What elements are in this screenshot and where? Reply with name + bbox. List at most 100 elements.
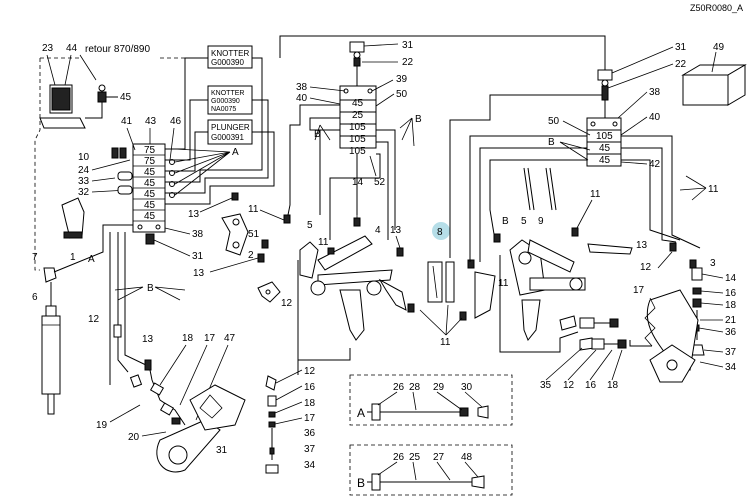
callout-4: 4 (375, 225, 381, 236)
part-7-fitting (43, 267, 57, 283)
left-block-fittings (111, 147, 175, 198)
callout-11-center-b: 11 (440, 337, 451, 348)
right-block-cell-2: 45 (599, 143, 611, 154)
oil-tank (39, 84, 86, 129)
left-block-cell-7: 45 (144, 211, 156, 222)
callout-5-center: 5 (307, 220, 313, 231)
callout-21: 17 (633, 285, 645, 296)
callout-17-left: 47 (224, 333, 236, 344)
svg-text:G000390: G000390 (211, 98, 240, 105)
callout-38-right: 38 (649, 87, 661, 98)
right-distributor-block: 105 45 45 (586, 117, 622, 167)
center-hoses (287, 104, 396, 240)
callout-5-right: 5 (521, 216, 527, 227)
detail-a-part-28: 28 (409, 382, 421, 393)
left-block-cell-4: 45 (144, 178, 156, 189)
detail-a-part-26: 26 (393, 382, 405, 393)
callout-12-leftmid: 13 (193, 268, 205, 279)
svg-text:G000390: G000390 (211, 58, 244, 67)
callout-A-lower: A (88, 254, 95, 265)
callout-9: 9 (538, 216, 544, 227)
callout-18-right: 16 (725, 288, 737, 299)
detail-b-part-25: 25 (409, 452, 421, 463)
callout-51: 12 (88, 314, 100, 325)
center-block-cell-2: 25 (352, 110, 364, 121)
right-cylinder (646, 289, 699, 383)
callout-18-right-low: 16 (585, 380, 597, 391)
callout-31-center: 31 (402, 40, 414, 51)
right-hoses (469, 135, 701, 262)
callout-B-right: B (548, 137, 555, 148)
part-8-strip (427, 261, 455, 303)
callout-43: 43 (145, 116, 157, 127)
right-block-cell-1: 105 (596, 131, 613, 142)
callout-17-right: 18 (725, 300, 737, 311)
callout-14-center: 14 (352, 177, 364, 188)
callout-40-right: 40 (649, 112, 661, 123)
lower-left-hose-fittings (129, 374, 181, 425)
detail-b-frame (349, 444, 513, 496)
svg-text:G000391: G000391 (211, 133, 244, 142)
callout-B-left: B (147, 283, 154, 294)
part-9-tubes (523, 167, 557, 211)
callout-37-right: 36 (725, 327, 737, 338)
callout-6: 6 (32, 292, 38, 303)
fitting-12-lower-left (144, 359, 152, 371)
callout-B-center2: B (314, 129, 321, 140)
callout-B-center: B (415, 114, 422, 125)
callout-7: 7 (32, 252, 38, 263)
center-distributor-block: 45 25 105 105 105 (339, 85, 377, 157)
callout-38-center: 38 (296, 82, 308, 93)
center-block-cell-1: 45 (352, 98, 364, 109)
highlight-marker (432, 222, 450, 240)
left-distributor-block: 75 75 45 45 45 45 45 (132, 143, 166, 233)
fitting-13-right (493, 233, 501, 243)
callout-16-right: 14 (725, 273, 737, 284)
fitting-13-mid (261, 239, 269, 249)
callout-32: 32 (78, 187, 90, 198)
callout-39: 39 (396, 74, 408, 85)
valve-45 (97, 84, 118, 103)
callout-44: 44 (66, 43, 78, 54)
callout-10: 10 (78, 152, 90, 163)
svg-text:KNOTTER: KNOTTER (211, 49, 249, 58)
callout-22-center: 22 (402, 57, 414, 68)
left-block-cell-3: 45 (144, 167, 156, 178)
reference-code: Z50R0080_A (690, 3, 743, 13)
detail-b-letter: B (357, 476, 365, 490)
callout-16-center: 16 (304, 382, 316, 393)
knotter-box-1: KNOTTER G000390 (207, 45, 253, 69)
callout-17-right-low: 18 (607, 380, 619, 391)
callout-18-left: 17 (204, 333, 216, 344)
svg-text:PLUNGER: PLUNGER (211, 123, 250, 132)
callout-36-right: 21 (725, 315, 737, 326)
valve-31-center (349, 41, 365, 67)
detail-a-letter: A (357, 406, 365, 420)
center-knotter-assembly (299, 235, 415, 341)
callout-13-left: 13 (188, 209, 200, 220)
detail-b-part-48: 48 (461, 452, 473, 463)
callout-34-right: 37 (725, 347, 737, 358)
right-block-cell-3: 45 (599, 155, 611, 166)
callout-42: 42 (649, 159, 661, 170)
detail-a-hose (367, 403, 489, 421)
center-block-cell-4: 105 (349, 134, 366, 145)
part-1-bracket (61, 197, 85, 239)
top-main-hose (279, 35, 606, 70)
detail-b-part-27: 27 (433, 452, 445, 463)
fitting-12-right (689, 259, 697, 269)
callout-22-right: 22 (675, 59, 687, 70)
fitting-13-center (396, 247, 404, 257)
callout-31-right: 31 (675, 42, 687, 53)
center-block-cell-3: 105 (349, 122, 366, 133)
left-block-cell-2: 75 (144, 156, 156, 167)
detail-b-hose (367, 473, 485, 491)
detail-a-frame (349, 374, 513, 426)
callout-A-left: A (232, 147, 239, 158)
callout-52: 52 (374, 177, 386, 188)
fitting-12-mid (257, 253, 265, 263)
fitting-11-center-b (459, 311, 467, 321)
callout-12-right-low: 35 (540, 380, 552, 391)
callout-31-left: 31 (192, 251, 204, 262)
